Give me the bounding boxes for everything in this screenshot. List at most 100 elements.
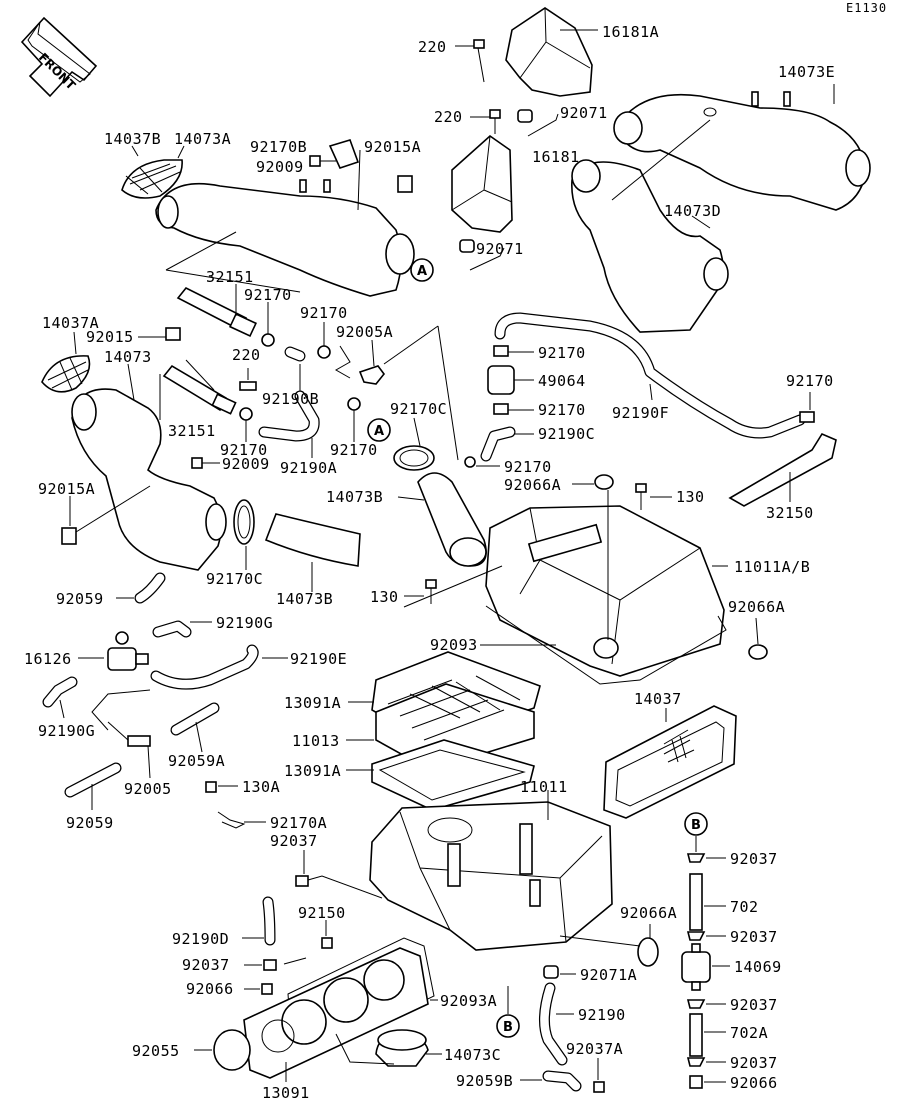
label-32151-low: 32151 [168,422,216,440]
label-220-top: 220 [418,38,447,56]
clamp-92037-l [263,959,277,971]
clip-92015a-low [61,527,77,545]
label-92066a-top: 92066A [504,476,561,494]
label-92170-b: 92170 [300,304,348,322]
duct-14073b-low [264,513,361,567]
label-92066-r: 92066 [730,1074,778,1092]
filter-14069 [681,943,711,991]
ref-b-bottom-label: B [503,1020,513,1035]
clamp-92037-r4 [686,1057,706,1067]
front-arrow-icon [20,16,98,98]
clip-92170b [328,139,360,169]
tube-702 [689,873,703,931]
collar-92015 [165,327,181,341]
label-702a: 702A [730,1024,768,1042]
airbox-cover-11011ab [485,505,725,677]
bolt-220-top [473,39,485,83]
clamp-92170-e [464,456,476,468]
label-92093a: 92093A [440,992,497,1010]
airbox-case-11011 [369,801,613,951]
label-92170-far: 92170 [786,372,834,390]
label-702: 702 [730,898,759,916]
label-92170-e: 92170 [504,458,552,476]
label-14073: 14073 [104,348,152,366]
label-92170-r2: 92170 [538,401,586,419]
clamp-92170-r2 [493,403,509,415]
label-14037a: 14037A [42,314,99,332]
frame-13091 [243,947,429,1079]
hose-92190d [262,896,276,946]
label-92015a-top: 92015A [364,138,421,156]
valve-16126 [107,631,149,671]
bolt-220-low [239,381,257,391]
duct-14073d [571,159,729,333]
label-92190: 92190 [578,1006,626,1024]
label-92037-l: 92037 [182,956,230,974]
label-92037a: 92037A [566,1040,623,1058]
cover-16181a [505,7,593,97]
hose-92059-low [64,762,122,798]
pipe-32151-top [176,286,257,338]
label-14073c: 14073C [444,1046,501,1064]
bolt-130-top [635,483,647,510]
clamp-92037-r1 [686,853,706,863]
label-92190d: 92190D [172,930,229,948]
label-32150: 32150 [766,504,814,522]
cap-92066-r [689,1075,703,1089]
label-92015: 92015 [86,328,134,346]
bolt-130a [205,781,217,793]
label-92170-d: 92170 [330,441,378,459]
ref-a-label: A [417,264,427,279]
cap-92066a-low [637,937,659,967]
label-92170c-low: 92170C [206,570,263,588]
screen-14037 [603,705,737,819]
label-16181a: 16181A [602,23,659,41]
clamp-92037-r3 [686,999,706,1009]
duct-14073e [613,91,871,211]
label-92066a-low: 92066A [620,904,677,922]
ring-92055 [213,1029,251,1071]
label-92037-r3: 92037 [730,996,778,1014]
screen-14037a [41,355,91,393]
label-14073b-low: 14073B [276,590,333,608]
gasket-92093 [485,605,727,685]
ref-b-bottom [496,1014,520,1038]
label-92190c: 92190C [538,425,595,443]
label-13091a-top: 13091A [284,694,341,712]
label-16126: 16126 [24,650,72,668]
label-92037-top: 92037 [270,832,318,850]
joint-92005 [127,735,151,747]
pipe-32150 [728,432,837,507]
label-92037-r1: 92037 [730,850,778,868]
label-92005a: 92005A [336,323,393,341]
label-130-mid: 130 [370,588,399,606]
ref-a-top [410,258,434,282]
label-92059-low: 92059 [66,814,114,832]
label-92170-c: 92170 [220,441,268,459]
label-14073e: 14073E [778,63,835,81]
label-92190g-top: 92190G [216,614,273,632]
label-92059a: 92059A [168,752,225,770]
clamp-92170-a [261,333,275,347]
duct-14073a [155,179,415,297]
clamp-92037-r2 [686,931,706,941]
label-11013: 11013 [292,732,340,750]
duct-14073 [71,388,227,571]
label-92009-top: 92009 [256,158,304,176]
label-49064: 49064 [538,372,586,390]
label-92170-r1: 92170 [538,344,586,362]
cover-16181 [451,134,513,233]
clamp-92170c-low [233,499,255,545]
bolt-130-mid [425,579,437,604]
ref-b-right-label: B [691,818,701,833]
label-92055: 92055 [132,1042,180,1060]
label-92066a-mid: 92066A [728,598,785,616]
clamp-92170c-mid [393,445,435,471]
label-92190e: 92190E [290,650,347,668]
label-14073a: 14073A [174,130,231,148]
label-32151-top: 32151 [206,268,254,286]
label-92170a: 92170A [270,814,327,832]
screen-14037b [121,159,183,199]
grommet-92071-mid [459,239,475,253]
label-92015a-low: 92015A [38,480,95,498]
